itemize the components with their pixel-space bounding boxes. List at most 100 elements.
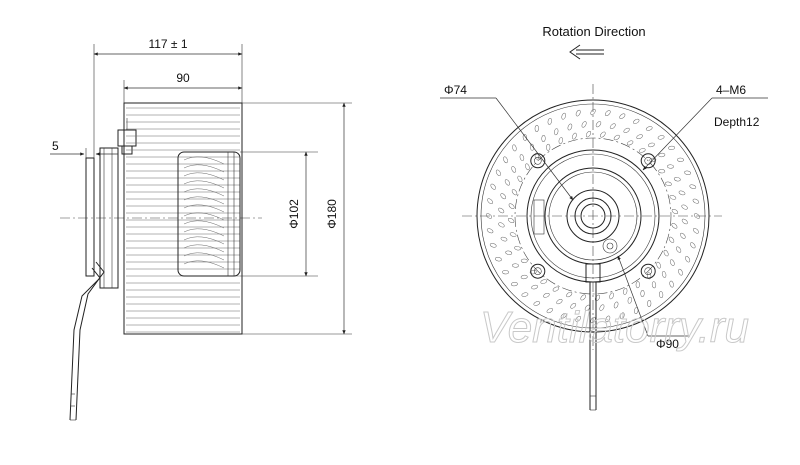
dim-impeller-width: 90	[176, 71, 190, 85]
vent-hole	[514, 246, 522, 251]
vent-hole	[511, 189, 518, 196]
vent-hole	[512, 144, 517, 152]
vent-hole	[651, 281, 657, 289]
rotation-arrow-icon	[569, 44, 604, 60]
vent-hole	[680, 232, 686, 239]
vent-hole	[498, 222, 505, 228]
vent-hole	[521, 292, 529, 297]
vent-hole	[627, 296, 632, 304]
vent-hole	[519, 154, 525, 161]
vent-hole	[681, 218, 688, 225]
thread-depth: Depth12	[714, 115, 760, 129]
vent-hole	[504, 179, 510, 186]
vent-hole	[692, 198, 700, 204]
vent-hole	[619, 113, 626, 119]
impeller-outer-edge	[476, 99, 710, 333]
vent-hole	[656, 261, 661, 269]
vent-hole	[510, 282, 518, 287]
mounting-hole	[640, 263, 656, 279]
impeller-fins	[126, 107, 240, 333]
vent-hole	[693, 227, 699, 234]
vent-hole	[529, 270, 537, 275]
vent-hole	[658, 152, 666, 158]
vent-hole	[664, 181, 672, 186]
vent-hole	[566, 291, 573, 298]
vent-hole	[676, 246, 682, 253]
vent-hole	[673, 177, 681, 182]
motor-fin	[183, 236, 225, 245]
cable	[69, 267, 101, 421]
impeller-body	[123, 102, 243, 335]
mounting-bolt	[117, 129, 137, 147]
mounting-hole	[640, 153, 656, 169]
vent-hole	[633, 118, 640, 124]
vent-hole	[604, 110, 611, 116]
bolt-circle	[514, 137, 672, 295]
vent-hole	[546, 308, 553, 314]
vent-hole	[584, 304, 591, 311]
vent-hole	[581, 121, 587, 128]
vent-hole	[507, 217, 515, 224]
vent-hole	[667, 164, 674, 169]
dim-motor-diameter: Φ102	[287, 199, 301, 229]
vent-hole	[647, 272, 652, 280]
vent-hole	[554, 128, 559, 136]
vent-hole	[540, 279, 548, 284]
vent-hole	[594, 294, 601, 302]
motor-fin	[183, 220, 225, 229]
vent-hole	[547, 117, 552, 125]
vent-hole	[500, 236, 508, 242]
mounting-hole-thread	[533, 267, 542, 276]
front-view: Rotation Direction Φ	[440, 24, 768, 411]
vent-hole	[511, 166, 517, 173]
vent-hole	[693, 213, 701, 219]
vent-hole	[541, 135, 546, 142]
vent-hole	[671, 208, 679, 215]
vent-hole	[685, 256, 691, 263]
motor-fin	[183, 204, 225, 213]
vent-hole	[684, 170, 692, 175]
motor-fin	[183, 196, 225, 205]
mounting-flange	[85, 157, 95, 277]
vent-hole	[556, 299, 563, 305]
motor-fin	[183, 260, 225, 269]
mounting-hole-thread	[533, 157, 542, 165]
vent-hole	[520, 258, 528, 263]
motor-fin	[183, 172, 225, 181]
vent-hole	[534, 152, 539, 160]
vent-hole	[485, 213, 493, 219]
motor-body	[177, 151, 241, 277]
vent-hole	[599, 304, 605, 311]
vent-hole	[543, 292, 550, 298]
vent-hole	[522, 133, 527, 141]
vent-hole	[520, 274, 528, 280]
vent-hole	[613, 134, 620, 141]
vent-hole	[668, 236, 675, 243]
motor-fin	[183, 252, 225, 261]
vent-hole	[669, 195, 677, 200]
vent-hole	[678, 190, 686, 196]
vent-hole	[690, 242, 696, 249]
vent-hole	[487, 198, 493, 205]
vent-hole	[489, 243, 497, 248]
vent-hole	[659, 291, 664, 299]
motor-fin	[183, 244, 225, 253]
vent-hole	[677, 157, 684, 162]
vent-hole	[490, 183, 496, 190]
vent-hole	[585, 130, 592, 138]
vent-hole	[512, 263, 519, 268]
rating-label	[533, 199, 545, 235]
vent-hole	[658, 169, 666, 174]
thread-spec: 4–M6	[716, 83, 746, 97]
dim-bolt-circle: Φ74	[444, 83, 467, 97]
vent-hole	[534, 125, 539, 132]
motor-fin	[183, 212, 225, 221]
vent-hole	[558, 137, 563, 145]
vent-hole	[572, 132, 577, 140]
vent-hole	[609, 292, 614, 300]
motor-fin	[183, 156, 225, 165]
shaft	[580, 203, 606, 229]
vent-hole	[638, 148, 646, 153]
vent-hole	[609, 123, 616, 129]
vent-hole	[546, 143, 551, 151]
